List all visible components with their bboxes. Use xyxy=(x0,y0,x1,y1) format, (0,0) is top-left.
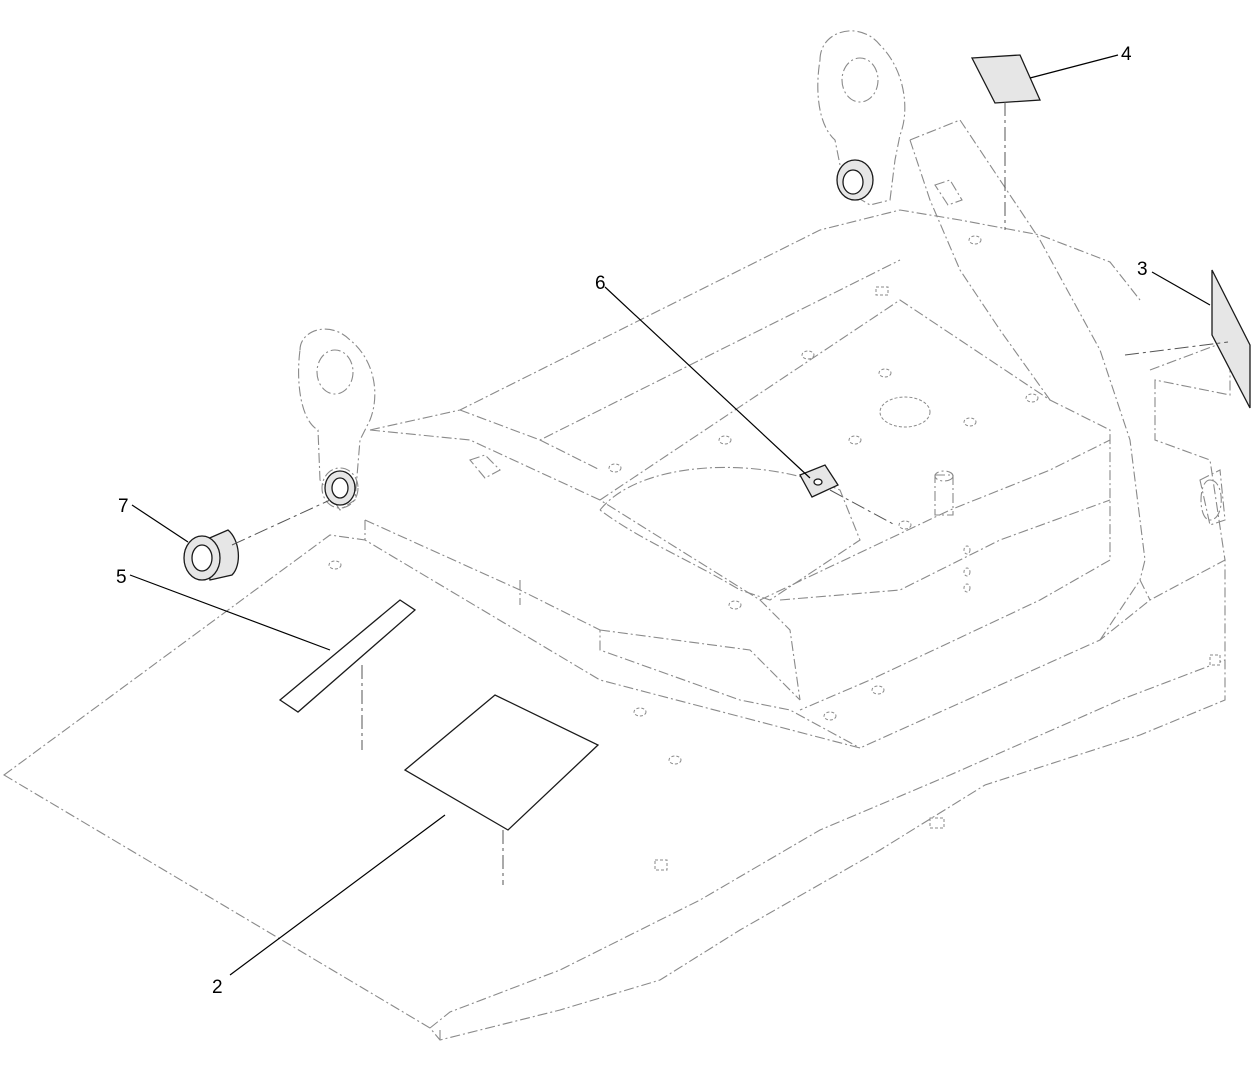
bushing-left-arm xyxy=(324,470,356,506)
leader-lines xyxy=(129,54,1211,976)
part-2-decal xyxy=(403,694,600,831)
callout-2: 2 xyxy=(212,977,223,998)
centerlines xyxy=(231,102,1229,885)
frame-outline xyxy=(3,119,1231,1041)
callout-7: 7 xyxy=(118,496,129,517)
callout-5: 5 xyxy=(116,567,127,588)
part-6-clip xyxy=(799,464,839,498)
callout-3: 3 xyxy=(1137,259,1148,280)
leader-3 xyxy=(1151,271,1211,306)
callouts: 2 3 4 5 6 7 xyxy=(116,44,1148,998)
leader-7 xyxy=(131,504,189,543)
callout-6: 6 xyxy=(595,273,606,294)
part-7-bushing xyxy=(183,529,239,581)
callout-4: 4 xyxy=(1121,44,1132,65)
left-arm-outline xyxy=(298,328,376,511)
part-5-strip-decal xyxy=(278,599,417,713)
leader-5 xyxy=(129,574,331,651)
right-arm-outline xyxy=(817,30,906,206)
mounting-holes xyxy=(328,179,1221,871)
leader-6 xyxy=(604,286,811,479)
leader-2 xyxy=(229,814,446,976)
bushing-right-arm xyxy=(836,159,874,201)
part-4-decal xyxy=(970,54,1041,104)
part-3-decal xyxy=(1211,269,1251,409)
leader-4 xyxy=(1029,54,1119,79)
